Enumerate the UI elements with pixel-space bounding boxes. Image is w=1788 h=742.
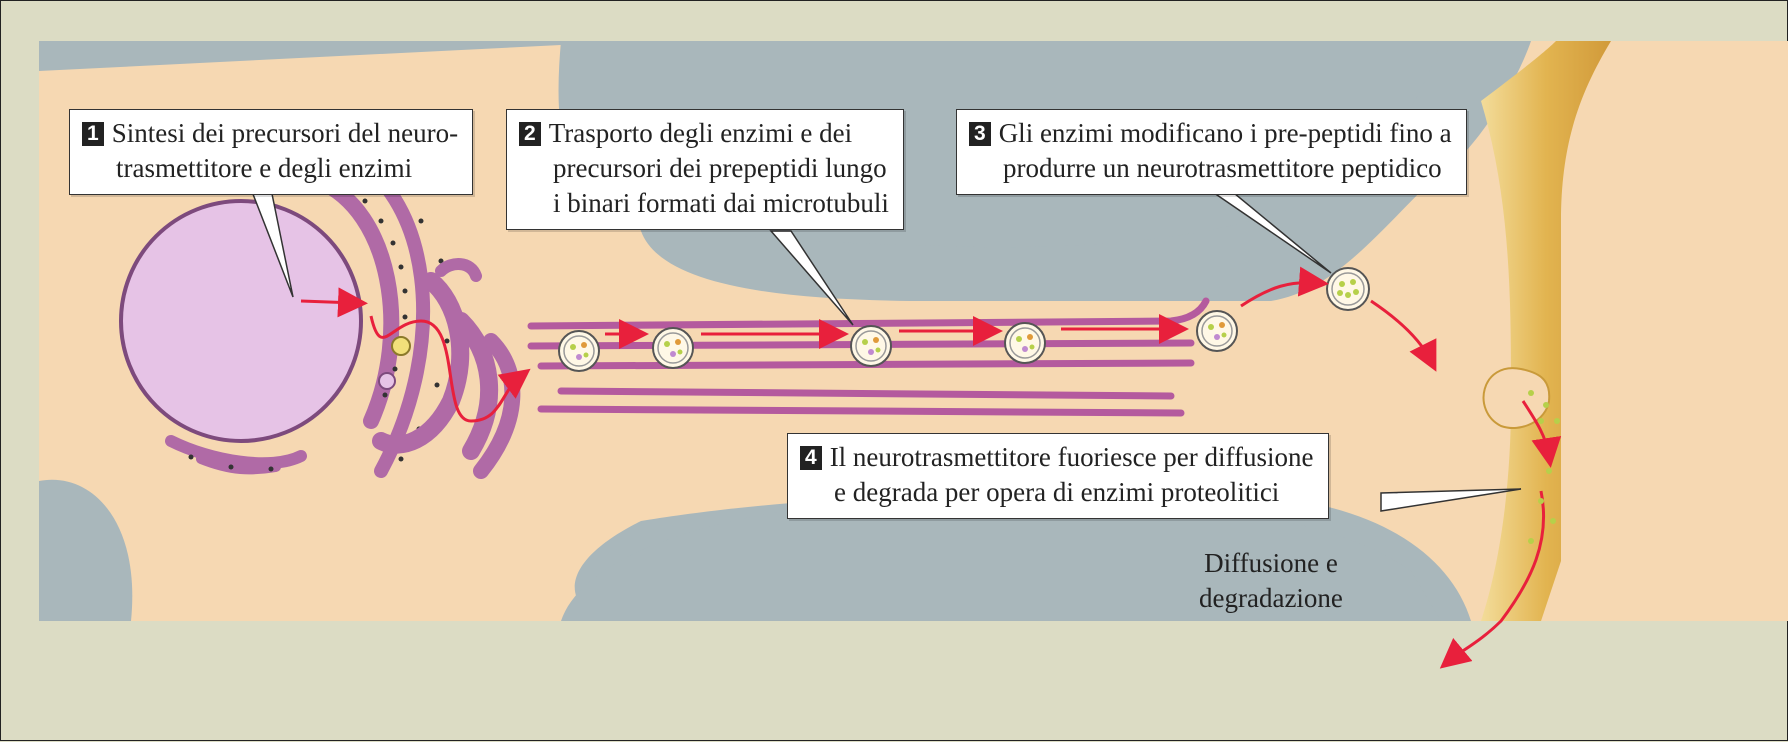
release-label-line-1: Diffusione e — [1199, 546, 1343, 581]
step-2-line-3: i binari formati dai microtubuli — [519, 186, 889, 221]
callout-step-1: 1 Sintesi dei precursori del neuro- trasm… — [69, 109, 473, 195]
nucleus — [121, 201, 361, 441]
callout-step-4: 4 Il neurotrasmettitore fuoriesce per dif… — [787, 433, 1329, 519]
step-2-number: 2 — [519, 122, 541, 146]
er-vesicle-2 — [379, 373, 395, 389]
step-3-line-2: produrre un neurotrasmettitore peptidico — [969, 151, 1452, 186]
step-3-line-1: Gli enzimi modificano i pre-peptidi fino… — [999, 118, 1452, 148]
step-4-line-2: e degrada per opera di enzimi proteoliti… — [800, 475, 1314, 510]
step-1-line-2: trasmettitore e degli enzimi — [82, 151, 458, 186]
step-3-number: 3 — [969, 122, 991, 146]
step-1-number: 1 — [82, 122, 104, 146]
step-2-line-2: precursori dei prepeptidi lungo — [519, 151, 889, 186]
step-4-number: 4 — [800, 446, 822, 470]
step-4-line-1: Il neurotrasmettitore fuoriesce per diff… — [830, 442, 1314, 472]
er-vesicle — [392, 337, 410, 355]
release-label-line-2: degradazione — [1199, 581, 1343, 616]
step-2-line-1: Trasporto degli enzimi e dei — [549, 118, 852, 148]
synthesis-arrow — [301, 301, 356, 303]
step-1-line-1: Sintesi dei precursori del neuro- — [112, 118, 458, 148]
callout-step-3: 3 Gli enzimi modificano i pre-peptidi fin… — [956, 109, 1467, 195]
callout-step-2: 2 Trasporto degli enzimi e dei precursori… — [506, 109, 904, 230]
release-label: Diffusione e degradazione — [1199, 546, 1343, 616]
